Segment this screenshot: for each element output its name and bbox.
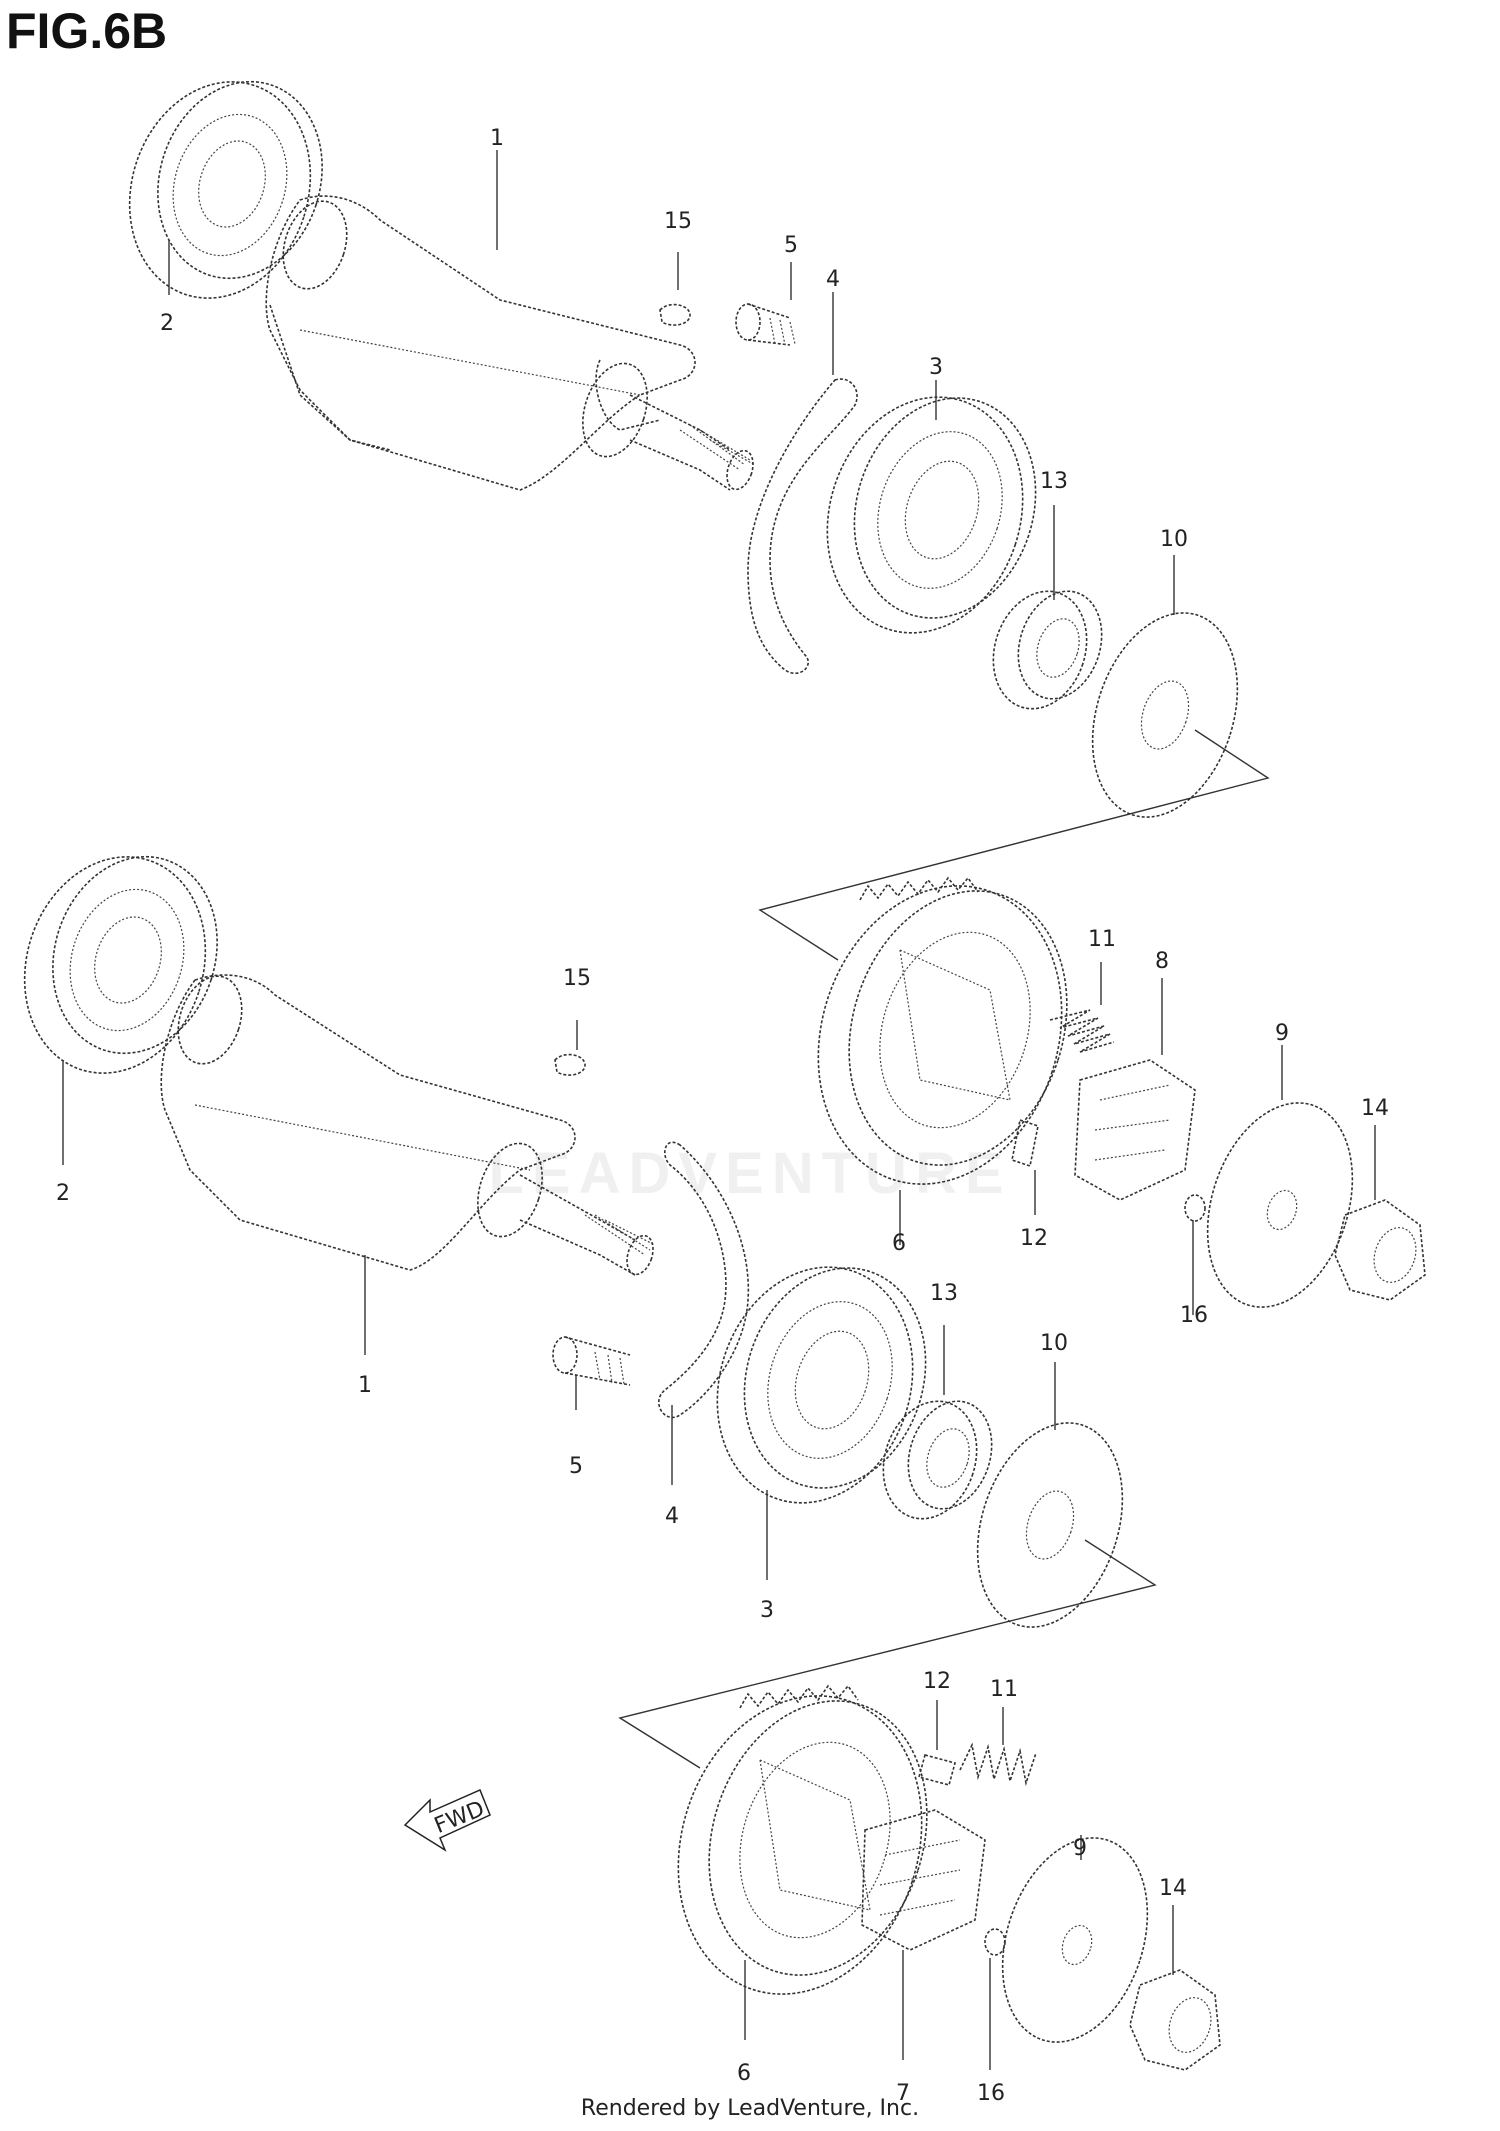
bottom-assembly (677, 1684, 1221, 2071)
callout-2: 2 (56, 1181, 70, 1206)
bot-washer-9 (1001, 1837, 1149, 2043)
bot-gear-6 (677, 1684, 928, 1995)
callout-12: 12 (1020, 1226, 1048, 1251)
mid-bearing-2 (23, 855, 218, 1074)
bot-nut-14 (1129, 1969, 1221, 2071)
callout-11: 11 (990, 1677, 1018, 1702)
mid-pin-16 (1184, 1194, 1206, 1222)
bot-pin-16 (984, 1928, 1006, 1956)
watermark: LEADVENTURE (488, 1141, 1012, 1206)
callout-13: 13 (1040, 469, 1068, 494)
callout-7: 7 (896, 2081, 910, 2106)
callout-5: 5 (569, 1454, 583, 1479)
bot-damper-7 (861, 1809, 986, 1951)
callout-14: 14 (1159, 1876, 1187, 1901)
mid-bolt-5 (552, 1336, 631, 1386)
top-plate-4 (747, 378, 858, 675)
mid-spacer-13 (882, 1400, 993, 1520)
callout-3: 3 (760, 1598, 774, 1623)
callout-10: 10 (1040, 1331, 1068, 1356)
callout-6: 6 (892, 1231, 906, 1256)
footer-credit: Rendered by LeadVenture, Inc. (580, 2096, 920, 2121)
callout-8: 8 (1155, 949, 1169, 974)
callout-1: 1 (358, 1373, 372, 1398)
mid-damper-8 (1074, 1059, 1196, 1201)
top-bearing-3 (826, 396, 1037, 634)
fwd-arrow-label: FWD (431, 1797, 488, 1839)
callout-4: 4 (826, 267, 840, 292)
callout-labels: 1 2 15 5 4 3 13 10 15 2 1 5 4 3 13 10 11… (56, 126, 1389, 2106)
callout-15: 15 (664, 209, 692, 234)
callout-14: 14 (1361, 1096, 1389, 1121)
mid-gear-6 (817, 876, 1068, 1185)
mid-pin-12 (1011, 1118, 1039, 1168)
top-assembly (128, 80, 1270, 961)
mid-washer-9 (1206, 1102, 1354, 1308)
top-balancer-shaft-1 (265, 195, 756, 491)
callout-16: 16 (1180, 1303, 1208, 1328)
bot-spring-11 (959, 1742, 1037, 1787)
middle-assembly (23, 855, 1426, 1769)
top-washer-10 (1091, 612, 1239, 818)
top-key-15 (659, 303, 691, 326)
callout-6: 6 (737, 2061, 751, 2086)
mid-bearing-3 (716, 1266, 927, 1504)
callout-12: 12 (923, 1669, 951, 1694)
callout-9: 9 (1275, 1021, 1289, 1046)
figure-title: FIG.6B (6, 3, 168, 59)
fwd-arrow: FWD (403, 1789, 491, 1852)
callout-1: 1 (490, 126, 504, 151)
top-break-line (758, 729, 1270, 961)
callout-15: 15 (563, 966, 591, 991)
mid-key-15 (554, 1053, 586, 1076)
top-bolt-5 (735, 303, 796, 346)
callout-5: 5 (784, 233, 798, 258)
callout-9: 9 (1073, 1836, 1087, 1861)
mid-break-line (618, 1539, 1157, 1769)
callout-2: 2 (160, 311, 174, 336)
mid-plate-4 (658, 1141, 750, 1419)
callout-11: 11 (1088, 927, 1116, 952)
callout-4: 4 (665, 1504, 679, 1529)
top-spacer-13 (992, 590, 1103, 710)
top-bearing-2 (128, 80, 323, 299)
callout-13: 13 (930, 1281, 958, 1306)
mid-spring-11 (1049, 1009, 1115, 1053)
mid-nut-14 (1334, 1199, 1426, 1301)
mid-balancer-shaft-1 (160, 974, 656, 1276)
callout-3: 3 (929, 355, 943, 380)
bot-pin-12 (918, 1754, 956, 1786)
leader-lines (62, 150, 1376, 2070)
callout-10: 10 (1160, 527, 1188, 552)
callout-16: 16 (977, 2081, 1005, 2106)
mid-washer-10 (976, 1422, 1124, 1628)
